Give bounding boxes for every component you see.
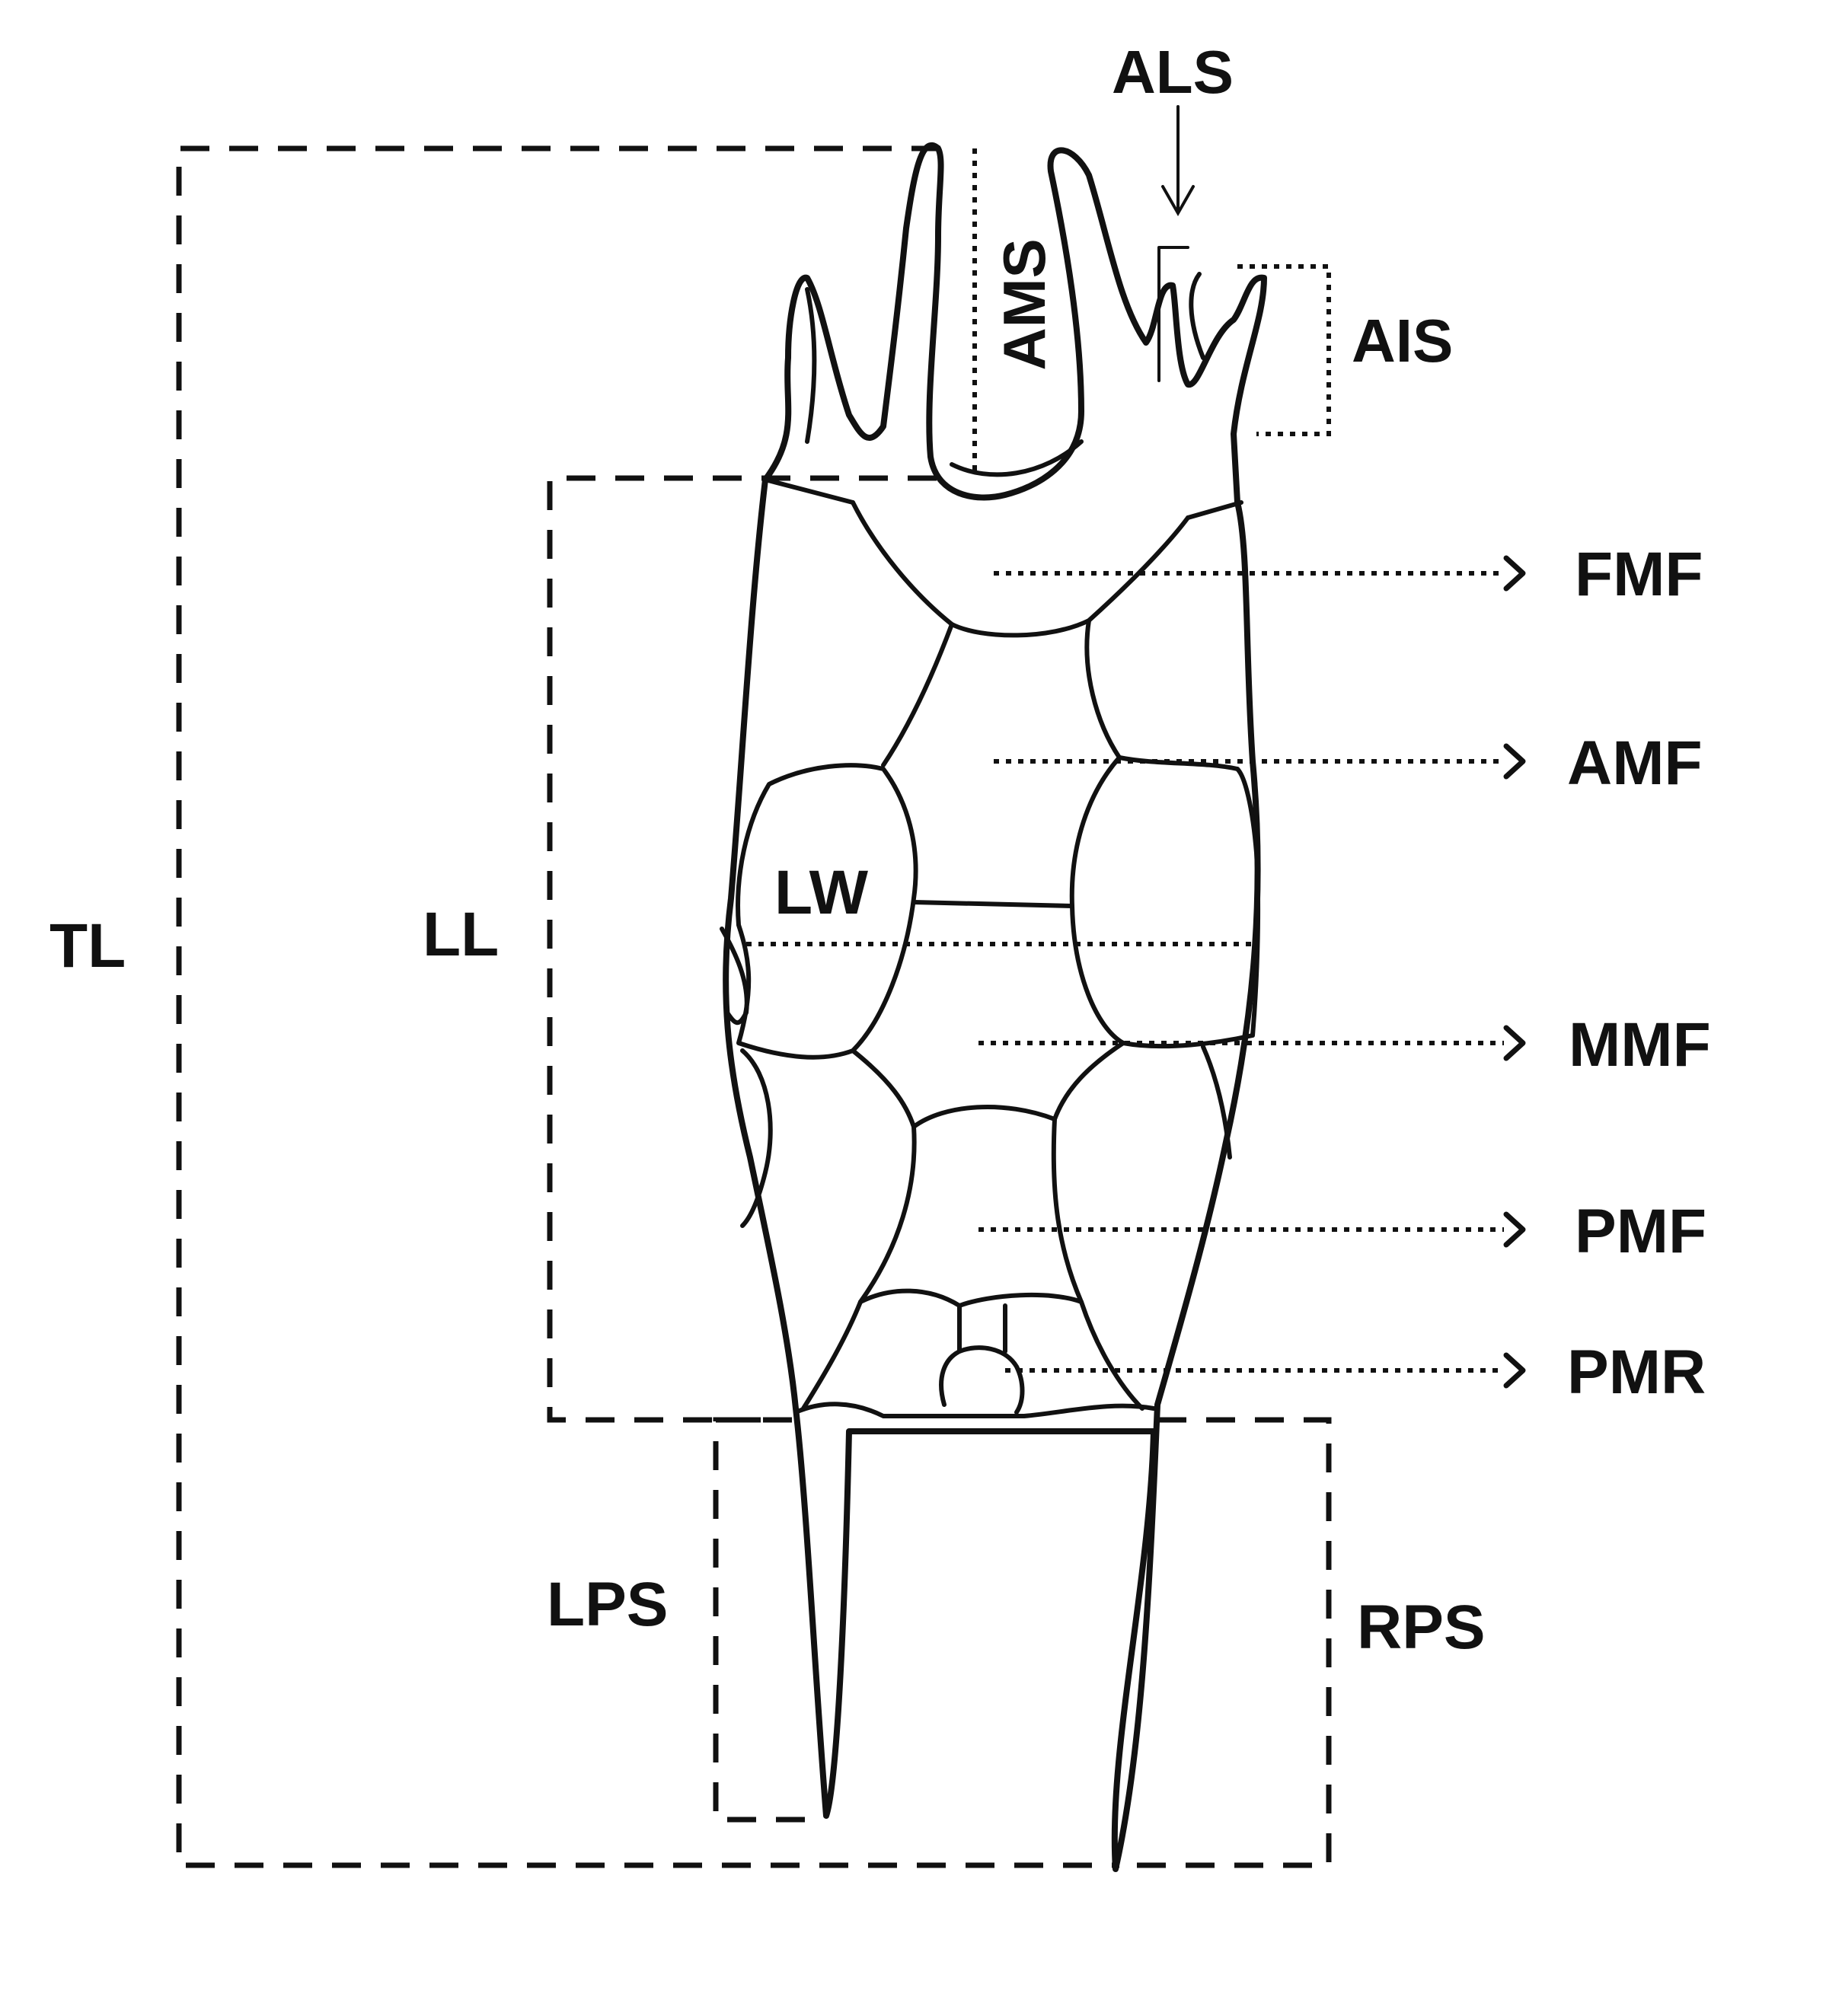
als-arrow-head [1161, 185, 1195, 217]
lorica-outline [723, 142, 1267, 1872]
fmf-plate [851, 500, 1190, 638]
label-ams: AMS [991, 238, 1058, 370]
label-pmf: PMF [1575, 1197, 1706, 1266]
pmr-center-cell [939, 1345, 1025, 1415]
label-lw: LW [774, 858, 869, 927]
ais-bracket [1237, 264, 1331, 436]
left-spine-inner [805, 287, 817, 444]
label-ais: AIS [1352, 307, 1453, 375]
fmf-left-link [763, 477, 855, 505]
label-als: ALS [1112, 38, 1234, 106]
mmf-right-edge [1052, 1041, 1125, 1121]
label-rps: RPS [1357, 1593, 1486, 1662]
amf-pointer-head [1503, 743, 1526, 780]
fmf-right-link [1186, 500, 1243, 520]
label-mmf: MMF [1569, 1010, 1711, 1080]
label-amf: AMF [1567, 729, 1703, 798]
label-fmf: FMF [1575, 540, 1703, 609]
tl-bracket [176, 145, 1119, 1868]
label-ll: LL [423, 900, 499, 969]
pmr-pointer-head [1503, 1352, 1526, 1389]
label-pmr: PMR [1567, 1338, 1706, 1407]
lw-left-notch [720, 927, 749, 1026]
right-central-plate [1069, 755, 1261, 1049]
pmr-right-cell [1079, 1300, 1144, 1411]
lateral-spine-inner [1189, 272, 1205, 360]
pmf-left-edge [858, 1124, 917, 1304]
posterior-base [793, 1402, 1156, 1419]
pmr-left-cell [801, 1300, 863, 1411]
label-lps: LPS [547, 1570, 668, 1639]
rps-bracket [1119, 1417, 1332, 1868]
pmf-right-edge [1051, 1117, 1084, 1304]
amf-right-edge [1084, 618, 1122, 760]
pmr-arc [858, 1288, 1084, 1308]
mmf-lower-arc [911, 1105, 1057, 1129]
anterior-inner-spine [950, 439, 1084, 477]
als-bracket [1157, 246, 1189, 382]
mmf-left-edge [851, 1048, 916, 1129]
pmf-left-lateral [740, 1048, 773, 1228]
amf-left-edge [881, 622, 954, 767]
pmf-pointer-head [1503, 1211, 1526, 1248]
pmf-right-lateral [1201, 1045, 1232, 1160]
pmr-cell-links [957, 1303, 1007, 1354]
label-tl: TL [49, 911, 126, 981]
fmf-pointer-head [1503, 555, 1526, 592]
mmf-pointer-head [1503, 1025, 1526, 1061]
center-divider [911, 900, 1074, 908]
